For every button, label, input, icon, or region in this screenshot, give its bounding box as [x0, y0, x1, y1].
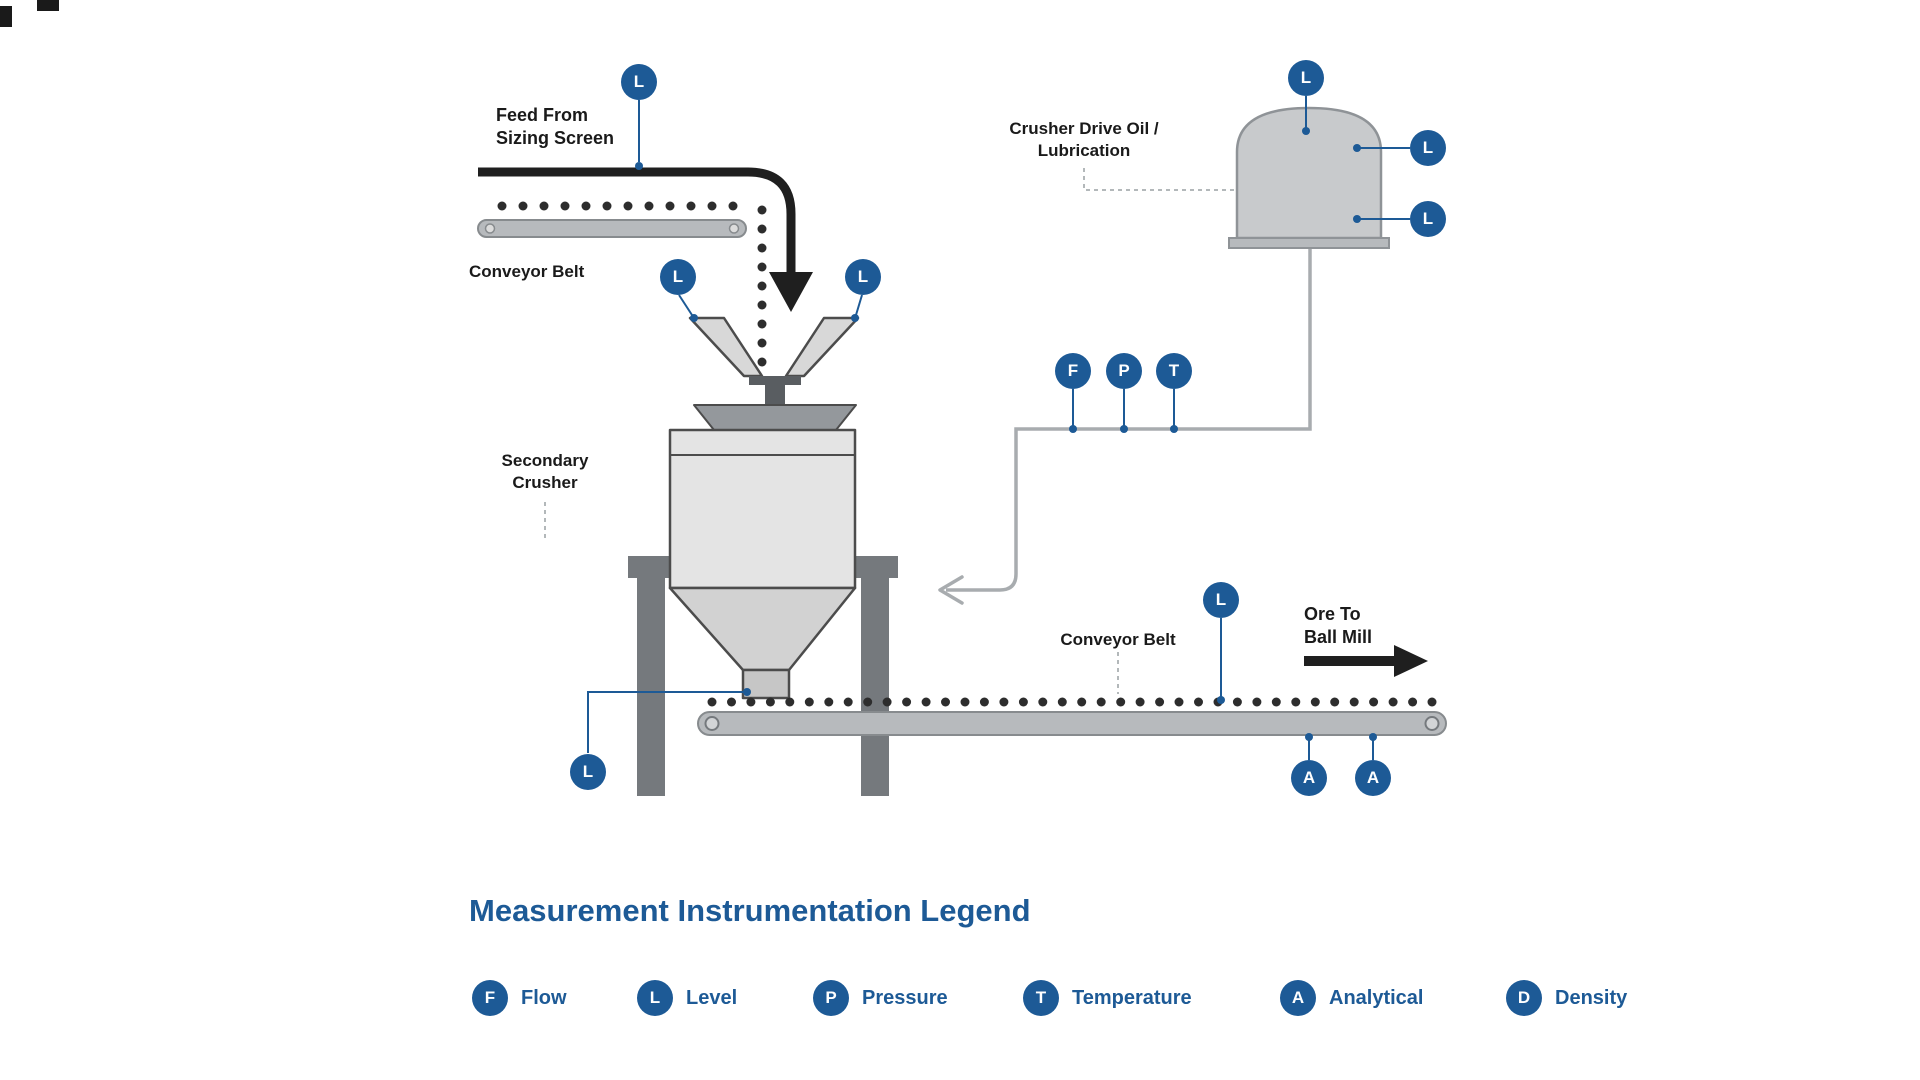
legend-level-label: Level [686, 986, 738, 1009]
tank-body [1235, 106, 1383, 240]
legend-flow-label: Flow [521, 986, 567, 1009]
crusher-funnel [668, 586, 857, 672]
crusher-head [693, 404, 857, 431]
oil-tank-graphic [1228, 106, 1390, 249]
screen-artifact [0, 6, 12, 27]
stem-outlet-level [587, 691, 744, 753]
screen-artifact [37, 0, 59, 11]
legend-pressure-label: Pressure [862, 986, 948, 1009]
feed-label: Feed From Sizing Screen [496, 104, 614, 151]
legend-item-flow: F Flow [472, 980, 567, 1016]
ore-arrow-shaft [1304, 656, 1394, 666]
top-conveyor-graphic [477, 219, 747, 238]
bottom-belt-material-dots [707, 697, 1437, 707]
badge-feed-level: L [621, 64, 657, 100]
falling-material-dots [757, 205, 767, 367]
ore-label: Ore To Ball Mill [1304, 603, 1372, 650]
feed-label-line1: Feed From [496, 105, 589, 125]
legend-density-label: Density [1555, 986, 1628, 1009]
hopper-wall-right [784, 316, 860, 378]
legend-density-badge: D [1506, 980, 1542, 1016]
ore-arrow [1304, 645, 1428, 677]
legend-temperature-label: Temperature [1072, 986, 1192, 1009]
belt-wheel [704, 716, 720, 731]
crusher-drive-label: Crusher Drive Oil / Lubrication [1009, 118, 1158, 162]
badge-analytical-right: A [1355, 760, 1391, 796]
ore-label-line2: Ball Mill [1304, 627, 1373, 648]
legend-analytical-badge: A [1280, 980, 1316, 1016]
secondary-crusher-graphic [668, 316, 860, 700]
conveyor-top-label: Conveyor Belt [469, 262, 585, 281]
badge-outlet-level: L [570, 754, 606, 790]
secondary-crusher-label: Secondary Crusher [502, 450, 589, 494]
badge-analytical-left: A [1291, 760, 1327, 796]
legend-item-level: L Level [637, 980, 737, 1016]
top-belt [477, 219, 747, 238]
legend-item-density: D Density [1506, 980, 1627, 1016]
top-belt-material-dots [497, 201, 738, 211]
badge-belt-level: L [1203, 582, 1239, 618]
dashed-connectors [544, 168, 1235, 694]
bottom-conveyor-graphic [697, 711, 1447, 736]
legend-analytical-label: Analytical [1329, 986, 1424, 1009]
badge-pressure: P [1106, 353, 1142, 389]
crusher-drive-label-line2: Lubrication [1037, 141, 1131, 160]
ore-label-line1: Ore To [1304, 604, 1361, 624]
spindle-cap [749, 376, 801, 385]
badge-tank-level-low: L [1410, 201, 1446, 237]
pipe-arrowhead-icon [938, 575, 964, 605]
legend-title: Measurement Instrumentation Legend [469, 893, 1031, 928]
secondary-crusher-label-line2: Crusher [512, 473, 578, 492]
feed-label-line2: Sizing Screen [496, 128, 615, 149]
pipe-line [946, 248, 1312, 592]
bottom-belt [697, 711, 1447, 736]
legend-level-badge: L [637, 980, 673, 1016]
legend-flow-badge: F [472, 980, 508, 1016]
feed-arrow-shaft [478, 167, 796, 276]
belt-wheel [484, 223, 496, 234]
badge-flow: F [1055, 353, 1091, 389]
badge-tank-level-mid: L [1410, 130, 1446, 166]
legend-pressure-badge: P [813, 980, 849, 1016]
tank-flange [1228, 237, 1390, 249]
crusher-leg-left [637, 556, 665, 796]
legend-temperature-badge: T [1023, 980, 1059, 1016]
instrument-stems [587, 96, 1410, 760]
crusher-vessel [668, 428, 857, 590]
legend-item-pressure: P Pressure [813, 980, 948, 1016]
crusher-drive-label-line1: Crusher Drive Oil / [1009, 118, 1159, 138]
belt-wheel [728, 223, 740, 234]
hopper-wall-left [688, 316, 764, 378]
ore-arrowhead-icon [1394, 645, 1428, 677]
instrument-junction-dots [635, 127, 1377, 741]
feed-arrow [478, 167, 813, 312]
stem-hopper-left [678, 294, 693, 316]
badge-tank-level-top: L [1288, 60, 1324, 96]
legend-item-temperature: T Temperature [1023, 980, 1192, 1016]
crusher-leg-right [861, 556, 889, 796]
badge-temperature: T [1156, 353, 1192, 389]
lubrication-pipe [938, 248, 1312, 605]
spindle-stem [765, 385, 785, 405]
stem-hopper-right [855, 294, 863, 316]
conveyor-bottom-label: Conveyor Belt [1060, 629, 1176, 649]
legend-item-analytical: A Analytical [1280, 980, 1423, 1016]
secondary-crusher-label-line1: Secondary [501, 450, 589, 470]
badge-hopper-level-right: L [845, 259, 881, 295]
feed-arrowhead-icon [769, 272, 813, 312]
belt-wheel [1424, 716, 1440, 731]
crusher-drive-connector [1083, 168, 1235, 191]
badge-hopper-level-left: L [660, 259, 696, 295]
